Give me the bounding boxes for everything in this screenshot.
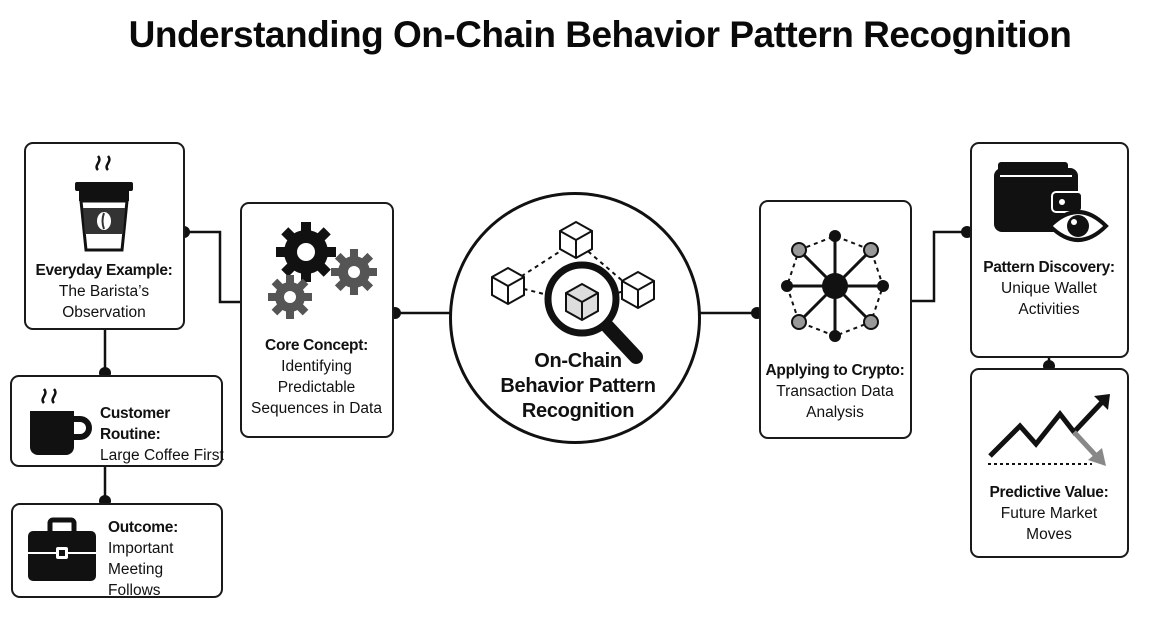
node-heading: Applying to Crypto: — [765, 362, 905, 379]
blockchain-magnifier-icon — [491, 220, 655, 364]
center-text: Recognition — [521, 400, 635, 422]
node-text: Sequences in Data — [251, 400, 382, 417]
node-heading: Pattern Discovery: — [983, 259, 1115, 276]
node-center: On-Chain Behavior Pattern Recognition — [449, 192, 701, 444]
coffee-cup-icon — [75, 155, 133, 252]
center-text: Behavior Pattern — [500, 375, 656, 397]
trend-chart-icon — [988, 394, 1110, 466]
node-text: Future Market — [1000, 505, 1098, 522]
page-title: Understanding On-Chain Behavior Pattern … — [128, 14, 1072, 55]
node-text: Transaction Data — [776, 383, 894, 400]
node-outcome: Outcome: Important Meeting Follows — [11, 503, 223, 599]
node-text: Predictable — [277, 379, 356, 396]
block-cube — [491, 266, 525, 306]
node-text: Moves — [1026, 526, 1072, 543]
node-text: Important Meeting — [108, 540, 174, 578]
node-heading: Core Concept: — [265, 337, 368, 354]
coffee-mug-icon — [30, 388, 92, 455]
node-heading: Predictive Value: — [989, 484, 1109, 501]
network-icon — [781, 230, 889, 342]
node-pattern-discovery: Pattern Discovery: Unique Wallet Activit… — [970, 142, 1129, 358]
center-text: On-Chain — [534, 350, 622, 372]
node-predictive-value: Predictive Value: Future Market Moves — [970, 368, 1129, 558]
node-applying-to-crypto: Applying to Crypto: Transaction Data Ana… — [759, 200, 912, 439]
connector-everyday-core — [184, 230, 240, 304]
node-text: Large Coffee First — [100, 447, 224, 464]
node-everyday-example: Everyday Example: The Barista’s Observat… — [24, 142, 185, 330]
node-text: Analysis — [806, 404, 864, 421]
briefcase-icon — [28, 517, 96, 581]
node-text: The Barista’s — [58, 283, 150, 300]
node-heading: Everyday Example: — [35, 262, 173, 279]
node-core-concept: Core Concept: Identifying Predictable Se… — [240, 202, 394, 438]
connector-crypto-discovery — [912, 230, 970, 303]
node-heading: Outcome: — [108, 519, 178, 536]
block-cube — [559, 220, 593, 260]
node-customer-routine: Customer Routine: Large Coffee First — [10, 375, 224, 467]
wallet-eye-icon — [994, 162, 1109, 242]
node-text: Activities — [1018, 301, 1080, 318]
gears-icon — [268, 222, 377, 319]
node-text: Unique Wallet — [1001, 280, 1097, 297]
node-text: Identifying — [281, 358, 352, 375]
block-cube — [621, 270, 655, 310]
node-text: Follows — [108, 582, 161, 599]
center-label: On-Chain Behavior Pattern Recognition — [462, 349, 694, 424]
node-heading: Customer Routine: — [100, 405, 170, 443]
node-text: Observation — [62, 304, 146, 321]
